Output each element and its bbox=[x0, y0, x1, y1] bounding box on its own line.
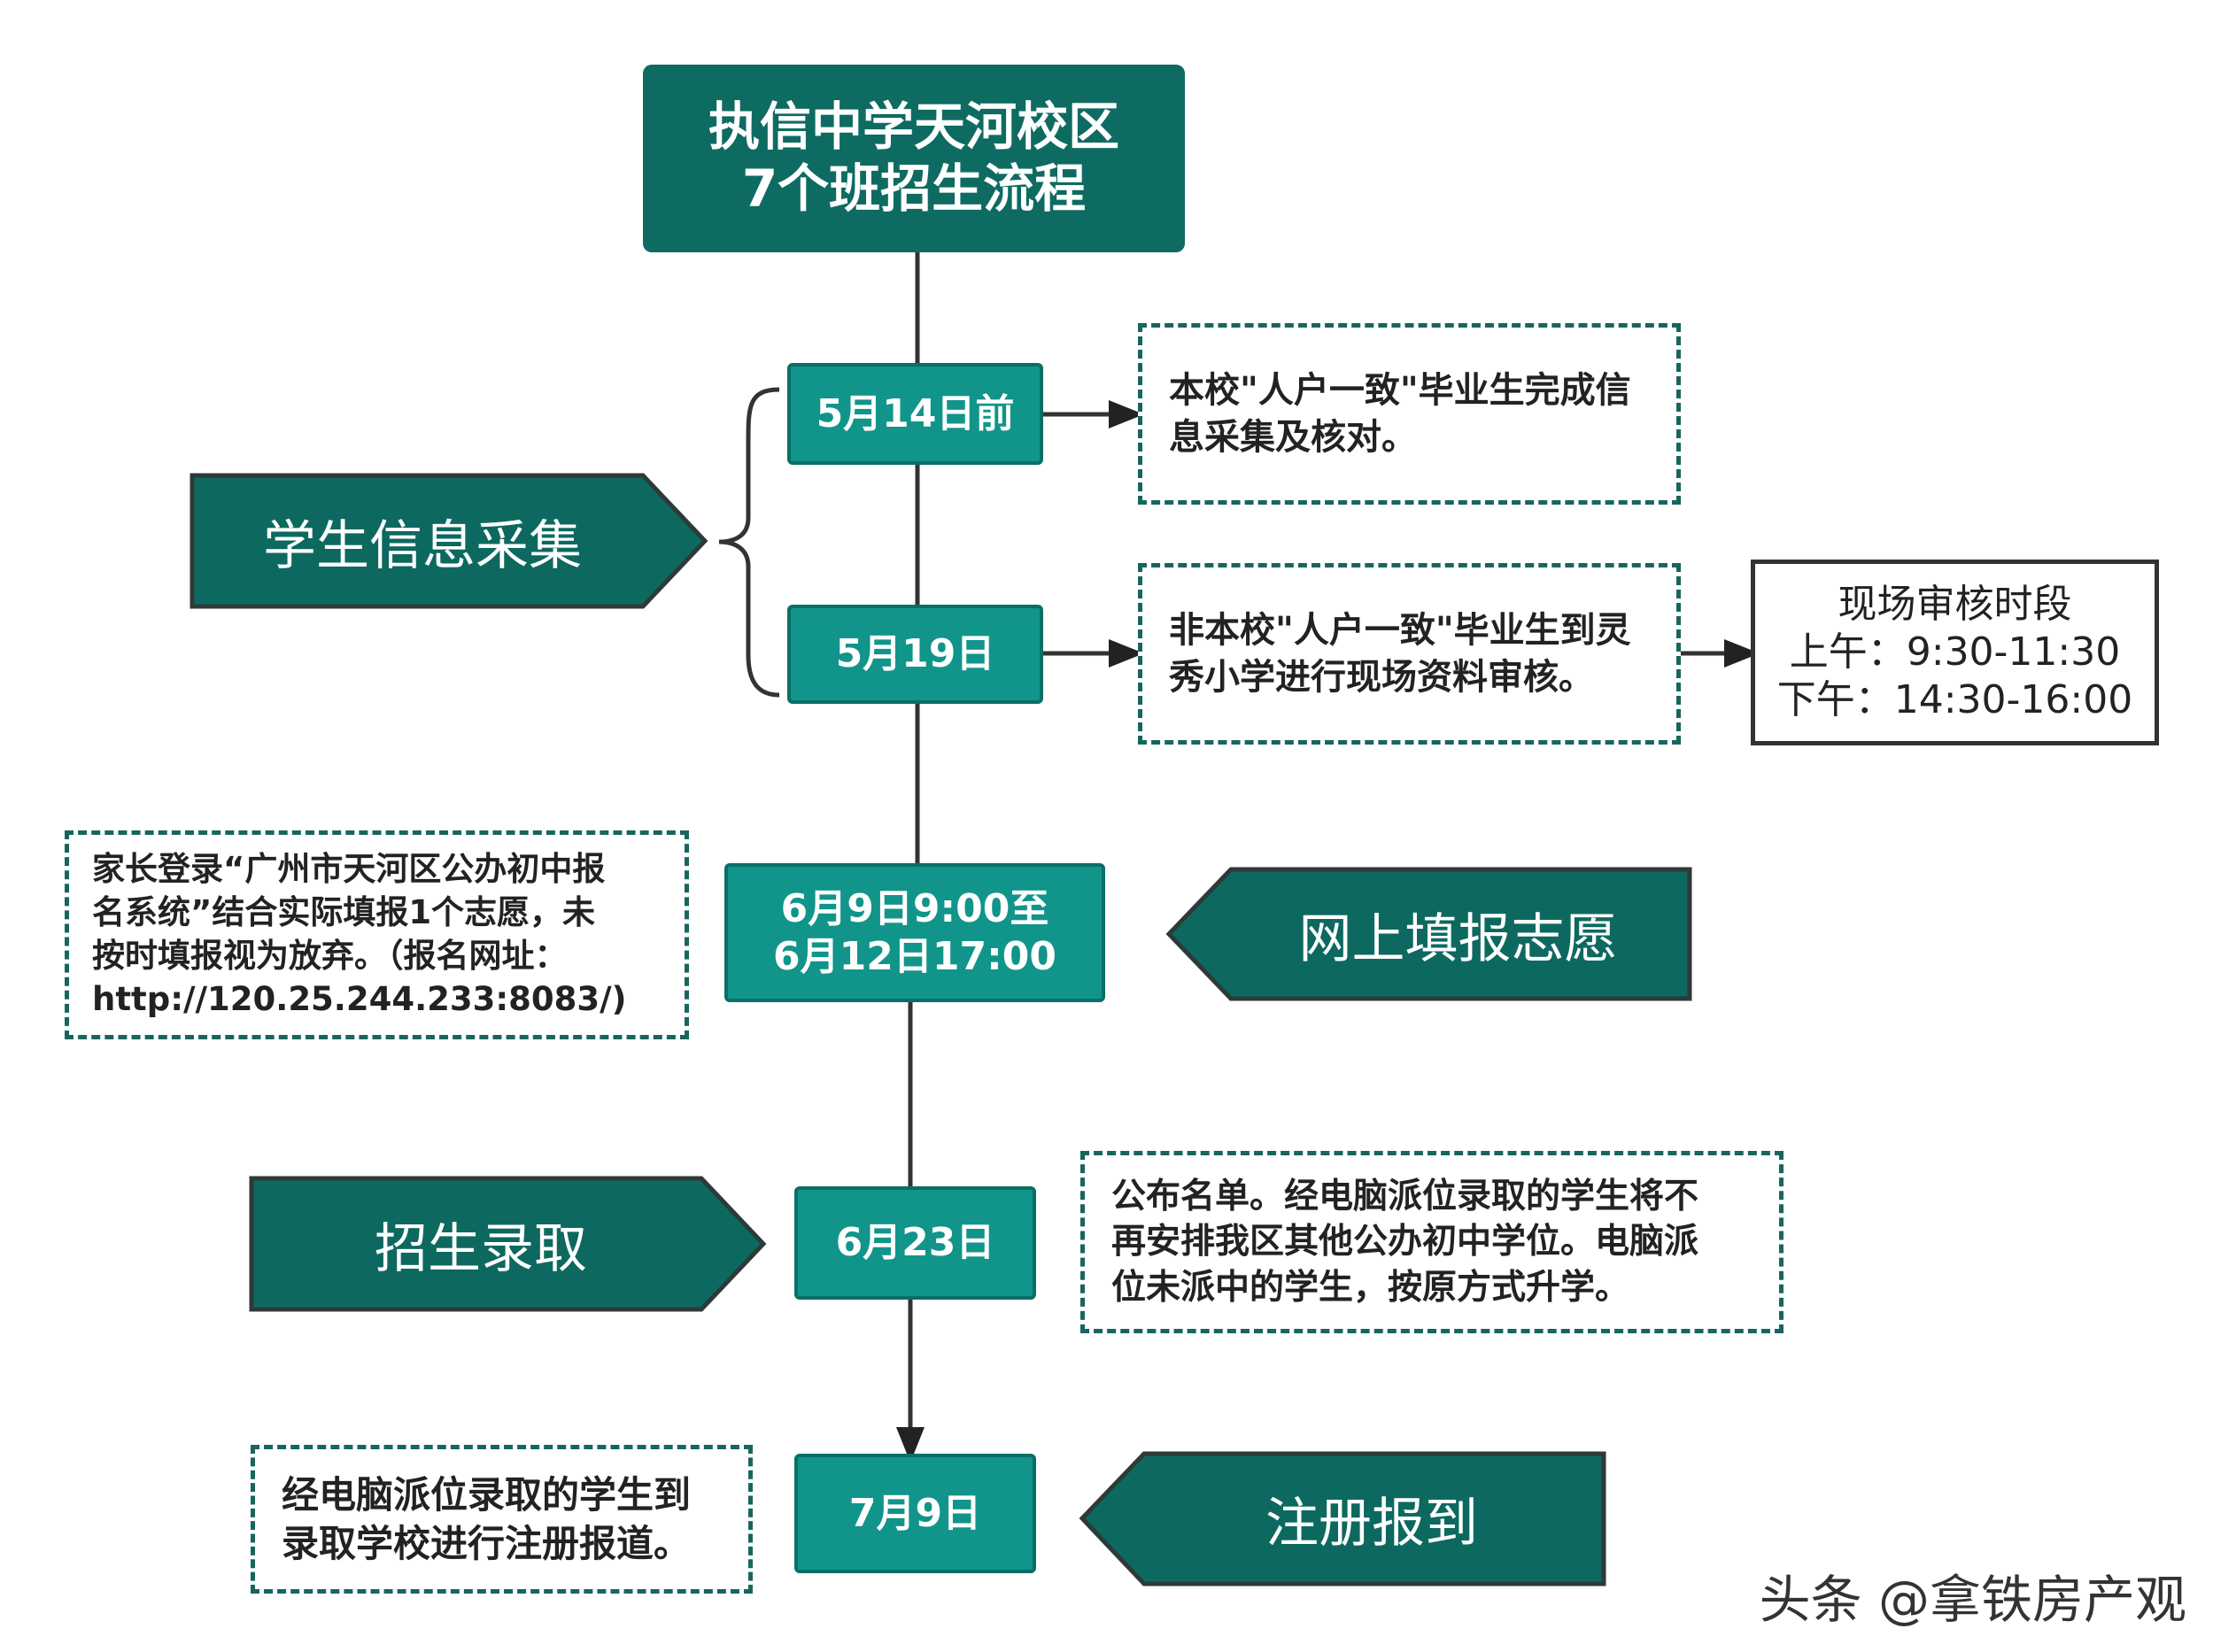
note-box-may19: 非本校"人户一致"毕业生到灵 秀小学进行现场资料审核。 bbox=[1138, 563, 1681, 745]
note-online-line4: http://120.25.244.233:8083/) bbox=[92, 979, 627, 1018]
date-may19: 5月19日 bbox=[835, 631, 995, 677]
date-jun9-line1: 6月9日9:00至 bbox=[780, 885, 1049, 931]
note-box-jul9: 经电脑派位录取的学生到 录取学校进行注册报道。 bbox=[251, 1445, 753, 1594]
stage-banner-online-shape bbox=[1165, 867, 1692, 1001]
date-jun9-line2: 6月12日17:00 bbox=[773, 933, 1056, 979]
brace-connector bbox=[718, 387, 780, 698]
date-box-may14: 5月14日前 bbox=[787, 363, 1043, 465]
stage-banner-admission-shape bbox=[249, 1176, 767, 1312]
note-jun23-line1: 公布名单。经电脑派位录取的学生将不 bbox=[1111, 1176, 1699, 1216]
note-jun23-line2: 再安排我区其他公办初中学位。电脑派 bbox=[1111, 1222, 1699, 1262]
date-box-may19: 5月19日 bbox=[787, 605, 1043, 704]
review-time-title: 现场审核时段 bbox=[1838, 582, 2072, 628]
flow-title-line1: 执信中学天河校区 bbox=[708, 96, 1119, 158]
flow-title-line2: 7个班招生流程 bbox=[741, 158, 1087, 219]
note-may14-line1: 本校"人户一致"毕业生完成信 bbox=[1169, 369, 1631, 411]
stage-label-registration: 注册报到 bbox=[1265, 1493, 1478, 1555]
stage-label-admission: 招生录取 bbox=[375, 1217, 587, 1280]
stage-label-info: 学生信息采集 bbox=[263, 514, 582, 577]
date-box-jun23: 6月23日 bbox=[794, 1186, 1036, 1300]
note-online-line1: 家长登录“广州市天河区公办初中报 bbox=[92, 850, 606, 889]
flow-title-box: 执信中学天河校区 7个班招生流程 bbox=[643, 65, 1185, 252]
stage-label-online: 网上填报志愿 bbox=[1298, 907, 1618, 970]
date-jul9: 7月9日 bbox=[848, 1490, 982, 1536]
note-box-jun23: 公布名单。经电脑派位录取的学生将不 再安排我区其他公办初中学位。电脑派 位未派中… bbox=[1080, 1151, 1784, 1333]
note-jul9-line1: 经电脑派位录取的学生到 bbox=[282, 1472, 692, 1517]
note-jun23-line3: 位未派中的学生，按原方式升学。 bbox=[1111, 1267, 1630, 1308]
note-online-line2: 名系统”结合实际填报1个志愿，未 bbox=[92, 893, 596, 932]
review-time-afternoon: 下午：14:30-16:00 bbox=[1776, 676, 2133, 722]
date-box-jun9: 6月9日9:00至 6月12日17:00 bbox=[724, 863, 1105, 1002]
watermark-text: 头条 @拿铁房产观 bbox=[1759, 1570, 2186, 1630]
stage-banner-registration-shape bbox=[1079, 1451, 1606, 1586]
note-box-online: 家长登录“广州市天河区公办初中报 名系统”结合实际填报1个志愿，未 按时填报视为… bbox=[65, 830, 689, 1039]
note-jul9-line2: 录取学校进行注册报道。 bbox=[282, 1522, 692, 1565]
note-box-may14: 本校"人户一致"毕业生完成信 息采集及核对。 bbox=[1138, 323, 1681, 505]
date-may14: 5月14日前 bbox=[816, 390, 1015, 436]
note-may19-line2: 秀小学进行现场资料审核。 bbox=[1169, 656, 1594, 698]
note-may14-line2: 息采集及核对。 bbox=[1169, 416, 1417, 458]
review-time-morning: 上午：9:30-11:30 bbox=[1789, 629, 2121, 675]
stage-banner-info-shape bbox=[190, 473, 708, 609]
date-box-jul9: 7月9日 bbox=[794, 1454, 1036, 1573]
date-jun23: 6月23日 bbox=[835, 1220, 995, 1266]
note-online-line3: 按时填报视为放弃。（报名网址： bbox=[92, 937, 568, 975]
note-may19-line1: 非本校"人户一致"毕业生到灵 bbox=[1169, 609, 1631, 651]
review-time-box: 现场审核时段 上午：9:30-11:30 下午：14:30-16:00 bbox=[1751, 560, 2159, 745]
